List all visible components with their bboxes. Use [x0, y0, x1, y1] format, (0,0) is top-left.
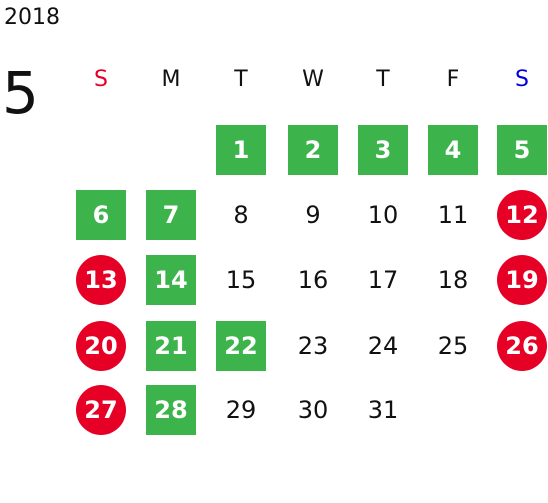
day-cell-22[interactable]: 22: [216, 321, 266, 371]
month-number: 5: [2, 59, 39, 127]
year-label: 2018: [4, 5, 60, 30]
day-cell-26[interactable]: 26: [497, 321, 547, 371]
day-cell-21[interactable]: 21: [146, 321, 196, 371]
day-cell-24[interactable]: 24: [367, 332, 399, 360]
weekday-label: M: [161, 67, 181, 92]
day-cell-20[interactable]: 20: [76, 321, 126, 371]
day-cell-12[interactable]: 12: [497, 190, 547, 240]
day-cell-31[interactable]: 31: [367, 396, 399, 424]
day-cell-14[interactable]: 14: [146, 255, 196, 305]
day-cell-8[interactable]: 8: [233, 201, 249, 229]
weekday-label: S: [515, 67, 529, 92]
weekday-label: F: [446, 67, 460, 92]
day-cell-13[interactable]: 13: [76, 255, 126, 305]
day-cell-10[interactable]: 10: [367, 201, 399, 229]
day-cell-11[interactable]: 11: [437, 201, 469, 229]
day-cell-15[interactable]: 15: [225, 266, 257, 294]
day-cell-5[interactable]: 5: [497, 125, 547, 175]
day-cell-6[interactable]: 6: [76, 190, 126, 240]
weekday-label: S: [94, 67, 108, 92]
day-cell-9[interactable]: 9: [305, 201, 321, 229]
day-cell-4[interactable]: 4: [428, 125, 478, 175]
day-cell-3[interactable]: 3: [358, 125, 408, 175]
day-cell-23[interactable]: 23: [297, 332, 329, 360]
weekday-label: T: [234, 67, 248, 92]
day-cell-30[interactable]: 30: [297, 396, 329, 424]
day-cell-1[interactable]: 1: [216, 125, 266, 175]
day-cell-18[interactable]: 18: [437, 266, 469, 294]
day-cell-28[interactable]: 28: [146, 385, 196, 435]
weekday-label: W: [302, 67, 324, 92]
day-cell-17[interactable]: 17: [367, 266, 399, 294]
day-cell-7[interactable]: 7: [146, 190, 196, 240]
weekday-label: T: [376, 67, 390, 92]
day-cell-19[interactable]: 19: [497, 255, 547, 305]
day-cell-27[interactable]: 27: [76, 385, 126, 435]
day-cell-25[interactable]: 25: [437, 332, 469, 360]
day-cell-2[interactable]: 2: [288, 125, 338, 175]
day-cell-29[interactable]: 29: [225, 396, 257, 424]
day-cell-16[interactable]: 16: [297, 266, 329, 294]
